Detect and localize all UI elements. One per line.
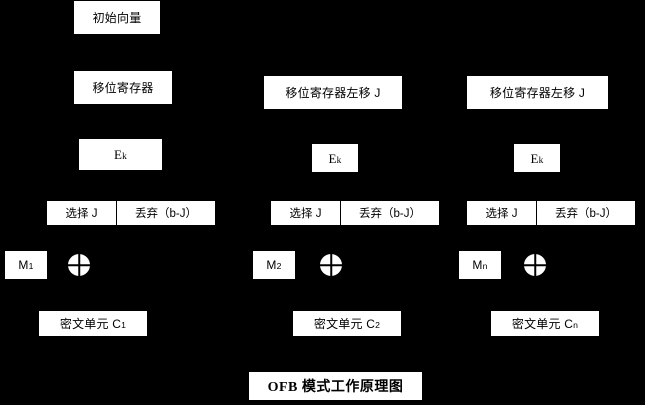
select-discard-group-3: 选择 J 丢弃（b-J） [466,200,636,226]
cipher-function-base-3: E [530,150,539,166]
diagram-title-label: OFB 模式工作原理图 [267,380,404,395]
discard-label-1: 丢弃（b-J） [135,208,197,220]
discard-cell-1: 丢弃（b-J） [117,201,215,225]
shift-register-box-2: 移位寄存器左移 J [263,75,403,110]
message-base-3: M [472,258,483,272]
select-label-2: 选择 J [289,208,322,220]
xor-icon-1 [68,254,90,276]
shift-register-label-1: 移位寄存器 [92,80,154,95]
select-discard-group-2: 选择 J 丢弃（b-J） [270,200,440,226]
discard-label-2: 丢弃（b-J） [359,208,421,220]
initial-vector-box: 初始向量 [73,0,161,35]
cipher-function-base-2: E [328,150,337,166]
shift-register-box-1: 移位寄存器 [73,70,173,105]
cipher-function-base-1: E [113,147,123,162]
select-label-3: 选择 J [485,208,518,220]
shift-register-label-2: 移位寄存器左移 J [285,85,381,100]
shift-register-label-3: 移位寄存器左移 J [489,85,586,100]
select-cell-1: 选择 J [47,201,117,225]
message-base-2: M [266,258,277,272]
ciphertext-base-3: 密文单元 C [511,316,574,331]
ciphertext-base-2: 密文单元 C [313,316,376,331]
diagram-title: OFB 模式工作原理图 [248,371,423,401]
xor-icon-3 [524,254,546,276]
discard-label-3: 丢弃（b-J） [555,208,617,220]
discard-cell-3: 丢弃（b-J） [537,201,635,225]
select-label-1: 选择 J [65,208,98,220]
xor-icon-2 [320,254,342,276]
select-cell-3: 选择 J [467,201,537,225]
message-base-1: M [18,258,29,272]
select-cell-2: 选择 J [271,201,341,225]
ciphertext-base-1: 密文单元 C [59,316,122,331]
initial-vector-label: 初始向量 [92,10,142,25]
shift-register-box-3: 移位寄存器左移 J [466,75,609,110]
discard-cell-2: 丢弃（b-J） [341,201,439,225]
select-discard-group-1: 选择 J 丢弃（b-J） [46,200,216,226]
